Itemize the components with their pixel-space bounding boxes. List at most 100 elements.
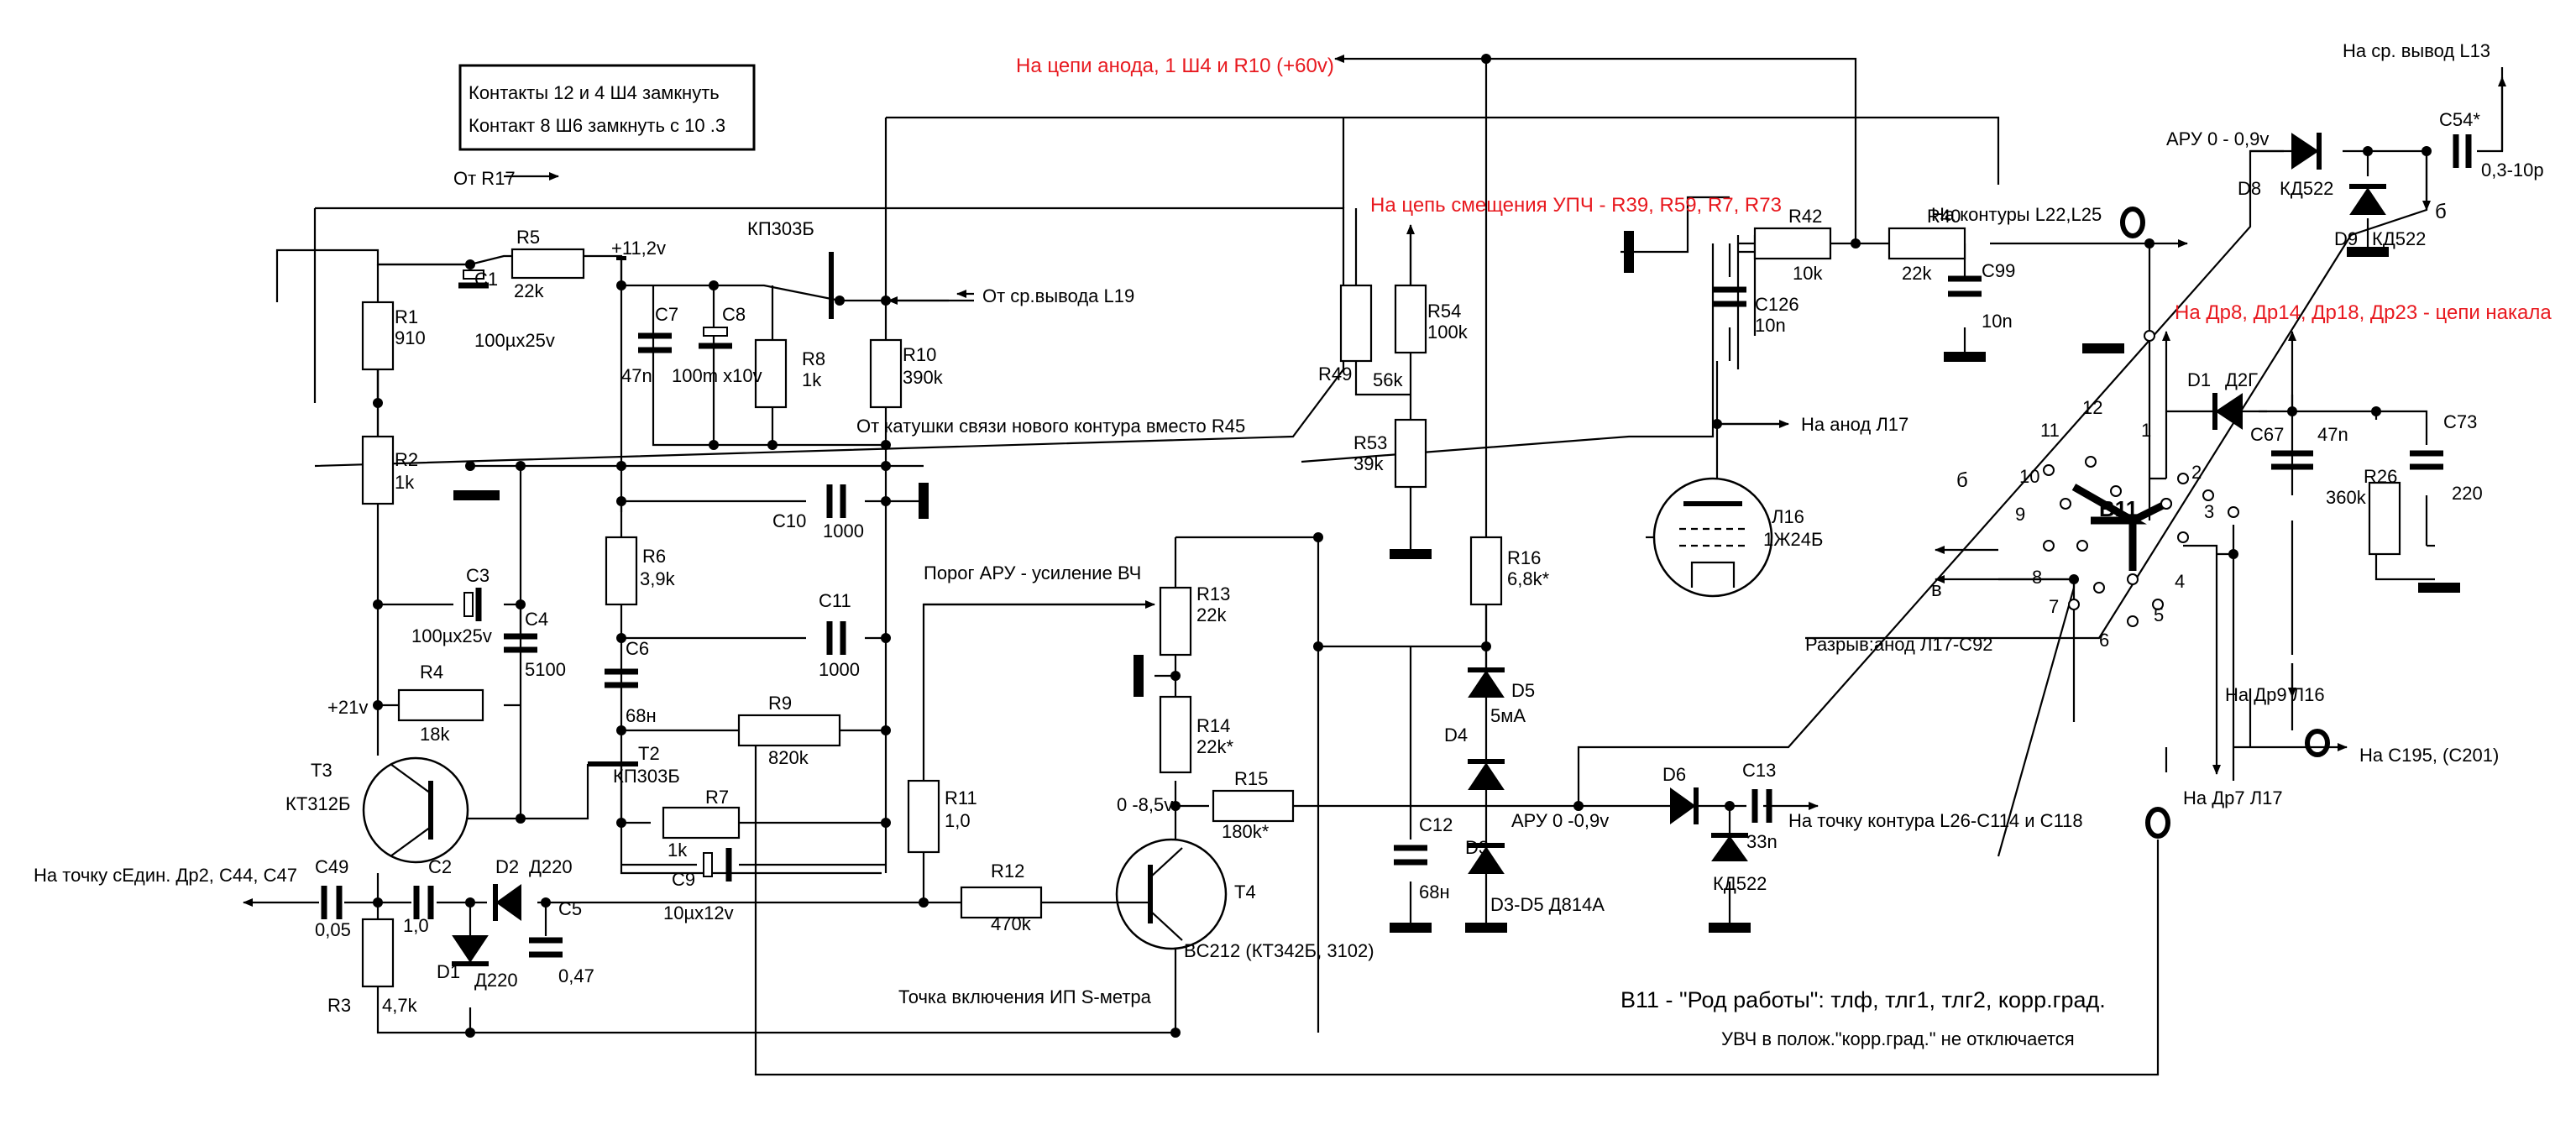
- part-label-c49: C49: [315, 856, 348, 877]
- part-label-c7: C7: [655, 304, 678, 325]
- part-label-d1b: D1: [2187, 369, 2211, 390]
- part-label-r42: R42: [1788, 206, 1822, 227]
- part-label-r2v: 1k: [395, 472, 415, 493]
- label-aru-top: АРУ 0 - 0,9v: [2166, 128, 2269, 149]
- r11: [907, 779, 940, 854]
- part-label-r1v: 910: [395, 327, 426, 348]
- part-label-c6: C6: [626, 638, 649, 659]
- label-v08: 0 -8,5v: [1117, 794, 1173, 815]
- label-kp303b: КП303Б: [613, 766, 680, 787]
- part-label-r49: R49: [1318, 364, 1352, 385]
- part-label-d4: D4: [1444, 725, 1468, 745]
- part-label-c3v: 100µx25v: [411, 625, 492, 646]
- label-smeter: Точка включения ИП S-метра: [898, 986, 1152, 1007]
- part-label-c1v: 100µx25v: [474, 330, 555, 351]
- switch-pos-1: 1: [2141, 420, 2151, 441]
- r2: [361, 435, 395, 505]
- part-label-c8: C8: [722, 304, 746, 325]
- part-label-c4: C4: [525, 609, 548, 630]
- part-label-r13: R13: [1196, 583, 1230, 604]
- part-label-r40v: 22k: [1902, 263, 1932, 284]
- label-dr9: На Др9 Л16: [2225, 684, 2325, 705]
- switch-pos-2: 2: [2191, 462, 2202, 483]
- label-c195: На С195, (С201): [2359, 745, 2499, 766]
- r54: [1394, 284, 1427, 354]
- label-t3: Т3: [311, 760, 332, 781]
- r15: [1212, 789, 1295, 823]
- r14: [1159, 695, 1192, 774]
- part-label-d9: D9: [2334, 228, 2358, 249]
- part-label-c7v: 47n: [621, 365, 652, 386]
- r12: [960, 886, 1043, 919]
- part-label-c9: C9: [672, 869, 695, 890]
- part-label-r5: R5: [516, 227, 540, 248]
- r10: [869, 338, 903, 409]
- part-label-c49v: 0,05: [315, 919, 351, 940]
- part-label-d3: D3: [1465, 837, 1489, 858]
- part-label-c99: C99: [1982, 260, 2015, 281]
- label-plus21: +21v: [327, 697, 368, 718]
- label-ot-l19: От ср.вывода L19: [982, 285, 1134, 306]
- label-kt312: КТ312Б: [285, 793, 350, 814]
- part-label-r7v: 1k: [668, 840, 688, 861]
- label-l16: Л16: [1772, 506, 1804, 527]
- part-label-r16v: 6,8k*: [1507, 568, 1550, 589]
- part-label-c12v: 68н: [1419, 882, 1450, 902]
- part-label-d5: D5: [1511, 680, 1535, 701]
- label-anod-l17: На анод Л17: [1801, 414, 1908, 435]
- part-label-c9v: 10µx12v: [663, 902, 734, 923]
- part-label-r13v: 22k: [1196, 604, 1227, 625]
- part-label-r54v: 100k: [1427, 322, 1469, 343]
- switch-position-numbers: 1 2 3 4 5 6 7 8 9 10 11 12: [2015, 397, 2214, 651]
- part-label-c12: C12: [1419, 814, 1453, 835]
- part-label-r4v: 18k: [420, 724, 450, 745]
- part-label-d8: D8: [2238, 178, 2261, 199]
- part-label-d2: D2: [495, 856, 519, 877]
- label-kp303-top: КП303Б: [747, 218, 814, 239]
- part-label-c67: C67: [2250, 424, 2284, 445]
- part-label-c73v: 220: [2452, 483, 2483, 504]
- switch-pos-10: 10: [2019, 466, 2039, 487]
- label-uvch: УВЧ в полож."корр.град." не отключается: [1721, 1028, 2075, 1049]
- part-label-r49v: 56k: [1373, 369, 1403, 390]
- switch-pos-8: 8: [2032, 567, 2042, 588]
- part-label-c54: C54*: [2439, 109, 2480, 130]
- part-label-r26: R26: [2364, 466, 2397, 487]
- label-coupling: От катушки связи нового контура вместо R…: [856, 416, 1245, 437]
- part-label-d9v: КД522: [2372, 228, 2426, 249]
- r3: [361, 918, 395, 988]
- r5: [510, 248, 585, 280]
- label-kontury: На контуры L22,L25: [1931, 204, 2102, 225]
- part-label-c126v: 10n: [1755, 315, 1786, 336]
- rotary-switch-b11: [2043, 330, 2239, 627]
- diodes: [452, 133, 2386, 966]
- part-label-r5v: 22k: [514, 280, 544, 301]
- label-l26: На точку контура L26-C114 и С118: [1788, 810, 2083, 831]
- part-label-r53: R53: [1353, 432, 1387, 453]
- part-label-c6v: 68н: [626, 705, 657, 726]
- part-label-d1bv: Д2Г: [2225, 369, 2258, 390]
- part-label-r12v: 470k: [991, 913, 1032, 934]
- label-bc212: BC212 (КТ342Б, 3102): [1184, 940, 1374, 961]
- part-label-r15: R15: [1234, 768, 1268, 789]
- ground-symbols: [453, 231, 2460, 933]
- r8: [754, 338, 788, 409]
- label-aru09: АРУ 0 -0,9v: [1511, 810, 1609, 831]
- label-b-mid: б: [1956, 469, 1968, 492]
- part-label-c11: C11: [819, 590, 851, 611]
- part-label-r8v: 1k: [802, 369, 822, 390]
- label-t4: Т4: [1234, 882, 1256, 902]
- part-label-r8: R8: [802, 348, 825, 369]
- label-bias-chain: На цепь смещения УПЧ - R39, R59, R7, R73: [1370, 194, 1782, 217]
- part-label-c2: C2: [428, 856, 452, 877]
- note-line-1: Контакты 12 и 4 Ш4 замкнуть: [469, 82, 720, 103]
- label-sr-l13: На ср. вывод L13: [2343, 40, 2490, 61]
- label-v: в: [1931, 578, 1942, 601]
- switch-pos-9: 9: [2015, 504, 2025, 525]
- part-label-c10: C10: [772, 510, 806, 531]
- part-label-r14v: 22k*: [1196, 736, 1233, 757]
- arrows: [243, 55, 2506, 907]
- label-ot-r17: От R17: [453, 168, 516, 189]
- part-label-r11v: 1,0: [945, 810, 971, 831]
- label-sedin: На точку сЕдин. Др2, С44, С47: [34, 865, 297, 886]
